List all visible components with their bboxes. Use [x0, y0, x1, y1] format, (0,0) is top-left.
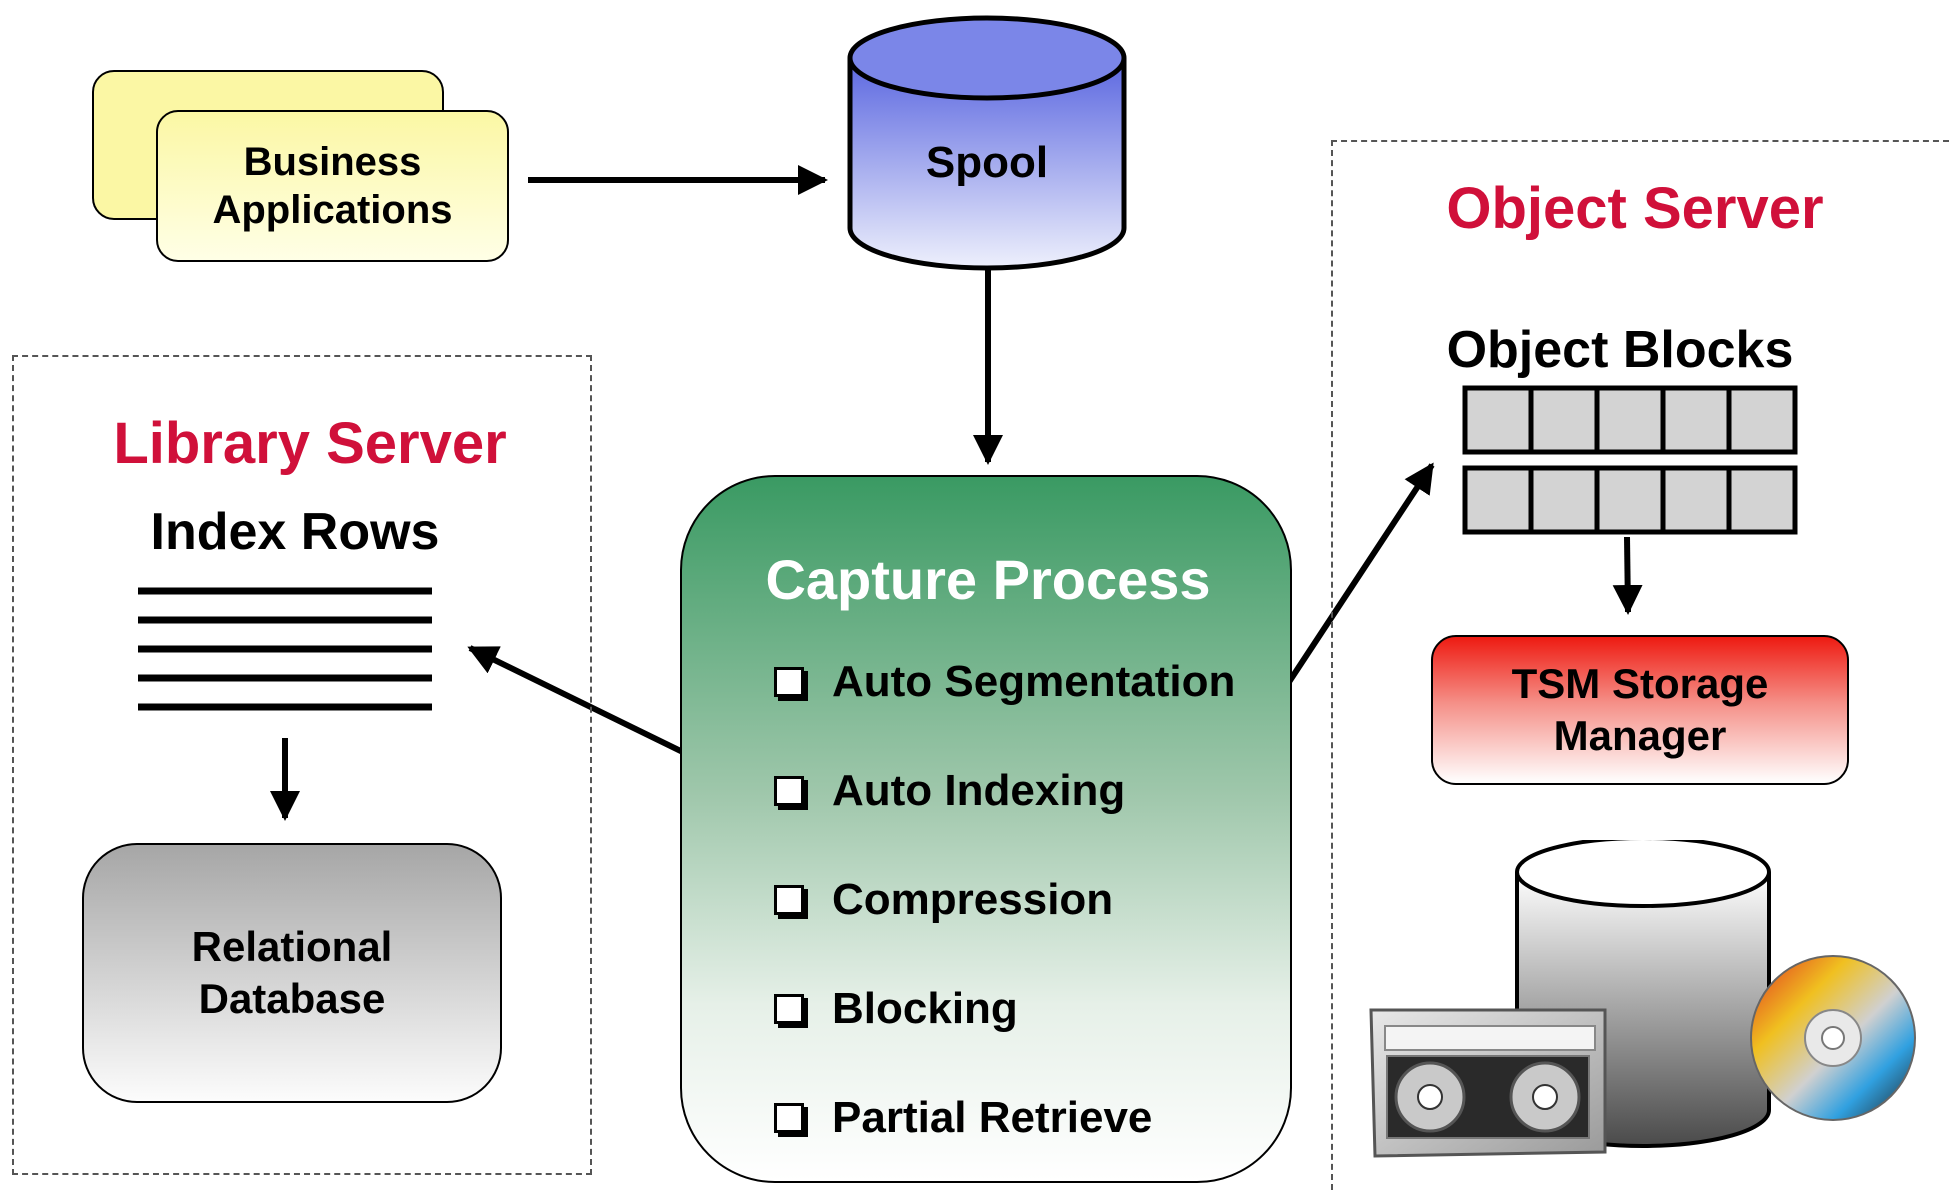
capture-item-auto-indexing: Auto Indexing: [774, 766, 1125, 816]
tsm-label-1: TSM Storage: [1511, 660, 1769, 707]
relational-database-label-1: Relational: [191, 923, 393, 970]
cd-disc-icon: [1750, 955, 1916, 1121]
arrow-blocks-to-tsm: [1612, 536, 1643, 615]
checkbox-icon: [774, 667, 804, 697]
tape-cartridge-icon: [1369, 1008, 1607, 1158]
checkbox-icon: [774, 994, 804, 1024]
business-applications: Business Applications: [92, 70, 512, 265]
business-applications-front-card: Business Applications: [156, 110, 509, 262]
capture-process-box: Capture Process Auto Segmentation Auto I…: [680, 475, 1292, 1183]
capture-item-label: Blocking: [832, 984, 1018, 1033]
tsm-label-2: Manager: [1553, 712, 1727, 759]
checkbox-icon: [774, 885, 804, 915]
capture-item-label: Compression: [832, 875, 1114, 924]
relational-database-label-2: Database: [198, 975, 386, 1022]
index-rows-lines: [138, 587, 432, 711]
business-applications-label-1: Business: [243, 140, 422, 184]
capture-item-label: Auto Indexing: [832, 766, 1126, 815]
capture-process-title: Capture Process: [765, 548, 1211, 611]
spool-label: Spool: [925, 138, 1049, 187]
spool-cylinder-shape: [847, 15, 1127, 271]
object-blocks-grid: [1462, 385, 1798, 535]
capture-item-auto-segmentation: Auto Segmentation: [774, 657, 1235, 707]
object-server-title: Object Server: [1446, 176, 1824, 241]
tsm-storage-manager-box: TSM Storage Manager: [1431, 635, 1849, 785]
index-rows-label: Index Rows: [150, 503, 440, 561]
capture-item-compression: Compression: [774, 875, 1113, 925]
capture-item-blocking: Blocking: [774, 984, 1018, 1034]
checkbox-icon: [774, 1103, 804, 1133]
spool-cylinder: Spool: [846, 8, 1128, 274]
storage-media-illustration: [1369, 840, 1916, 1158]
checkbox-icon: [774, 776, 804, 806]
library-server-title: Library Server: [113, 411, 507, 476]
capture-item-label: Auto Segmentation: [832, 657, 1236, 706]
library-server-panel: [12, 355, 592, 1175]
object-server-panel: [1331, 140, 1949, 1190]
capture-item-partial-retrieve: Partial Retrieve: [774, 1093, 1152, 1143]
capture-item-label: Partial Retrieve: [832, 1093, 1153, 1142]
relational-database-box: Relational Database: [82, 843, 502, 1103]
business-applications-label-2: Applications: [212, 188, 453, 232]
object-blocks-label: Object Blocks: [1446, 321, 1794, 379]
